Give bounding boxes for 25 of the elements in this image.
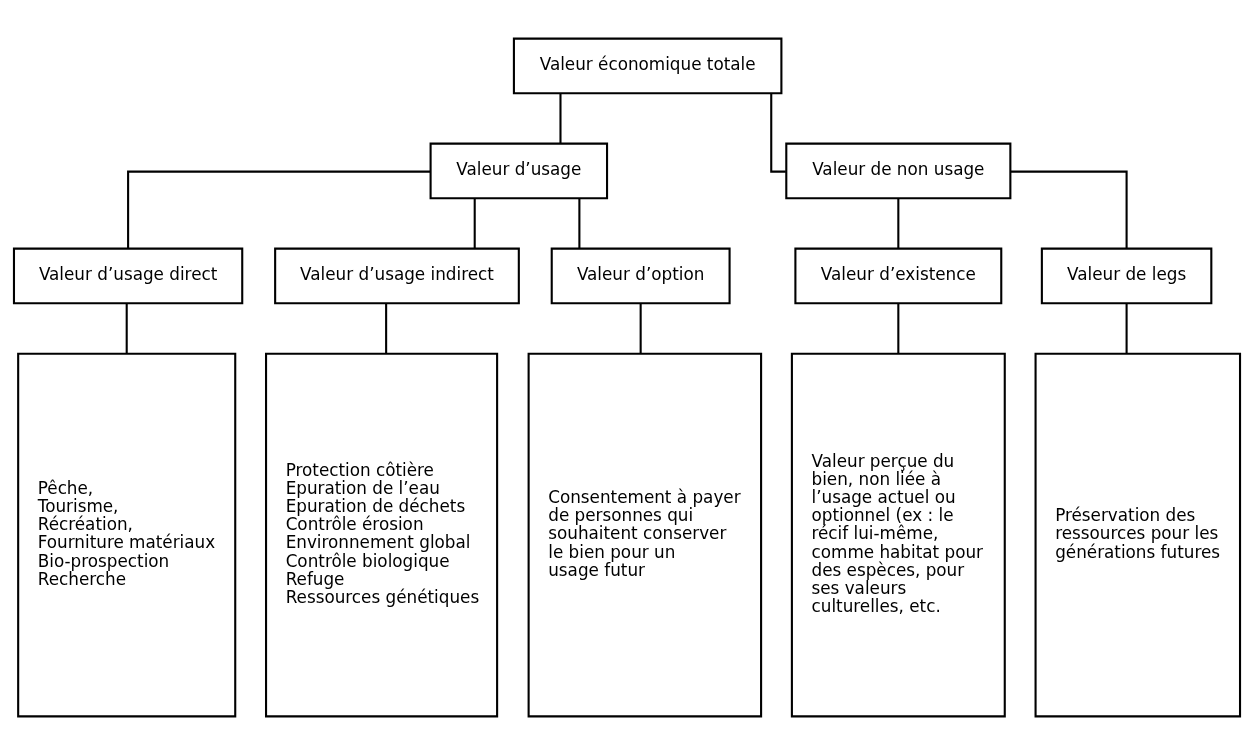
connector <box>1125 303 1128 354</box>
connector <box>473 198 476 249</box>
node-box: Pêche, Tourisme, Récréation, Fourniture matériaux Bio-prospection Recherche <box>17 352 237 718</box>
connector <box>385 303 388 354</box>
node-box: Consentement à payer de personnes qui souhaitent conserver le bien pour un usage futur <box>527 352 763 718</box>
node-box: Valeur d’existence <box>794 247 1003 305</box>
connector <box>770 93 786 173</box>
node-box: Valeur d’usage direct <box>12 247 244 305</box>
node-box: Valeur de non usage <box>785 142 1012 200</box>
node-box: Valeur d’option <box>550 247 731 305</box>
connector <box>578 198 581 249</box>
node-box: Valeur d’usage indirect <box>274 247 520 305</box>
connector <box>897 198 900 249</box>
connector <box>897 303 900 354</box>
connector <box>127 170 431 249</box>
connector <box>639 303 642 354</box>
node-box: Valeur d’usage <box>429 142 609 200</box>
connector <box>1010 170 1128 249</box>
node-box: Préservation des ressources pour les générations futures <box>1034 352 1242 718</box>
connector <box>559 93 562 144</box>
node-box: Valeur perçue du bien, non liée à l’usage actuel ou optionnel (ex : le récif lui-même, comme habitat pour des espèces, pour ses valeurs culturelles, etc. <box>790 352 1006 718</box>
node-box: Valeur de legs <box>1040 247 1213 305</box>
connector <box>125 303 128 354</box>
node-box: Protection côtière Epuration de l’eau Epuration de déchets Contrôle érosion Environnement global Contrôle biologique Refuge Ressources génétiques <box>265 352 499 718</box>
node-box: Valeur économique totale <box>512 37 783 95</box>
